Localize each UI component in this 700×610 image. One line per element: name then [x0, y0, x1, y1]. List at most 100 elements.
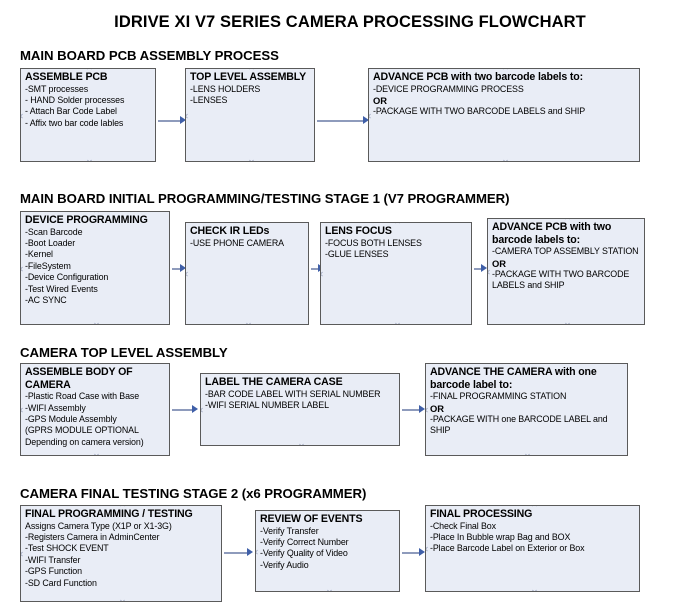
resize-handle-left[interactable]	[21, 113, 24, 120]
resize-handle-right[interactable]	[470, 271, 471, 278]
box-line: Assigns Camera Type (X1P or X1-3G)	[25, 520, 172, 531]
process-box-device-programming[interactable]: DEVICE PROGRAMMING -Scan Barcode -Boot L…	[20, 211, 170, 325]
connector-arrowhead-icon	[180, 116, 186, 124]
connector-line	[158, 120, 182, 122]
resize-handle-right[interactable]	[307, 271, 308, 278]
connector-arrowhead-icon	[481, 264, 487, 272]
resize-handle-right[interactable]	[643, 269, 644, 276]
box-line: -Kernel	[25, 249, 53, 260]
connector-arrowhead-icon	[180, 264, 186, 272]
box-line: -GPS Module Assembly	[25, 414, 117, 424]
box-line: -DEVICE PROGRAMMING PROCESS	[373, 83, 524, 94]
box-line: -AC SYNC	[25, 295, 67, 306]
resize-handle-left[interactable]	[256, 549, 259, 556]
box-title: LENS FOCUS	[325, 225, 392, 237]
resize-handle-bottom[interactable]	[394, 322, 401, 324]
box-line: -Test SHOCK EVENT	[25, 543, 109, 554]
resize-handle-right[interactable]	[168, 266, 169, 273]
box-line: -Check Final Box	[430, 520, 496, 531]
connector-line	[224, 552, 249, 554]
resize-handle-bottom[interactable]	[93, 453, 100, 455]
process-box-assemble-pcb[interactable]: ASSEMBLE PCB -SMT processes - HAND Solde…	[20, 68, 156, 162]
box-line: -GPS Function	[25, 566, 82, 577]
resize-handle-right[interactable]	[398, 549, 399, 556]
box-line: -SD Card Function	[25, 577, 97, 588]
box-line: -FINAL PROGRAMMING STATION	[430, 391, 567, 402]
resize-handle-bottom[interactable]	[86, 159, 93, 161]
process-box-advance-the-camera-one-barcode-label[interactable]: ADVANCE THE CAMERA with one barcode labe…	[425, 363, 628, 456]
box-title: TOP LEVEL ASSEMBLY	[190, 71, 307, 83]
resize-handle-bottom[interactable]	[326, 589, 333, 591]
connector-line	[172, 409, 194, 411]
resize-handle-left[interactable]	[488, 269, 491, 276]
box-line: -PACKAGE WITH TWO BARCODE LABELS and SHI…	[492, 269, 630, 291]
resize-handle-bottom[interactable]	[524, 453, 531, 455]
box-line: - Affix two bar code lables	[25, 117, 124, 128]
box-title: REVIEW OF EVENTS	[260, 513, 363, 525]
box-line: -SMT processes	[25, 83, 89, 94]
box-line: -Device Configuration	[25, 272, 109, 283]
resize-handle-left[interactable]	[201, 407, 204, 414]
resize-handle-right[interactable]	[313, 113, 314, 120]
box-title: DEVICE PROGRAMMING	[25, 214, 148, 226]
box-line: - HAND Solder processes	[25, 95, 125, 105]
resize-handle-left[interactable]	[369, 113, 372, 120]
process-box-check-ir-leds[interactable]: CHECK IR LEDs -USE PHONE CAMERA	[185, 222, 309, 325]
resize-handle-bottom[interactable]	[502, 159, 509, 161]
process-box-advance-pcb-two-barcode-labels[interactable]: ADVANCE PCB with two barcode labels to: …	[368, 68, 640, 162]
box-title: ADVANCE THE CAMERA with one barcode labe…	[430, 366, 597, 391]
resize-handle-bottom[interactable]	[531, 589, 538, 591]
resize-handle-left[interactable]	[186, 113, 189, 120]
process-box-advance-pcb-to-camera-top-assembly[interactable]: ADVANCE PCB with two barcode labels to: …	[487, 218, 645, 325]
resize-handle-bottom[interactable]	[564, 322, 571, 324]
process-box-top-level-assembly[interactable]: TOP LEVEL ASSEMBLY -LENS HOLDERS -LENSES	[185, 68, 315, 162]
resize-handle-right[interactable]	[168, 407, 169, 414]
box-line: -Place In Bubble wrap Bag and BOX	[430, 532, 571, 542]
process-box-lens-focus[interactable]: LENS FOCUS -FOCUS BOTH LENSES -GLUE LENS…	[320, 222, 472, 325]
box-line: -LENS HOLDERS	[190, 83, 261, 94]
box-line: -BAR CODE LABEL WITH SERIAL NUMBER	[205, 388, 381, 399]
resize-handle-right[interactable]	[154, 113, 155, 120]
resize-handle-bottom[interactable]	[119, 599, 126, 601]
resize-handle-bottom[interactable]	[245, 322, 252, 324]
process-box-final-programming-testing[interactable]: FINAL PROGRAMMING / TESTING Assigns Came…	[20, 505, 222, 602]
box-title: FINAL PROCESSING	[430, 508, 533, 520]
box-title: FINAL PROGRAMMING / TESTING	[25, 508, 193, 520]
box-line: -FileSystem	[25, 260, 71, 271]
box-line: - Attach Bar Code Label	[25, 106, 117, 117]
box-line: -USE PHONE CAMERA	[190, 237, 284, 248]
box-line: -PACKAGE WITH one BARCODE LABEL and SHIP	[430, 414, 608, 436]
resize-handle-right[interactable]	[638, 546, 639, 553]
box-line: -Test Wired Events	[25, 283, 98, 294]
section-heading-camera-top-level-assembly: CAMERA TOP LEVEL ASSEMBLY	[20, 345, 228, 360]
box-title: ASSEMBLE BODY OF CAMERA	[25, 366, 133, 391]
resize-handle-left[interactable]	[21, 551, 24, 558]
box-line: -WIFI SERIAL NUMBER LABEL	[205, 400, 329, 410]
resize-handle-left[interactable]	[186, 271, 189, 278]
resize-handle-left[interactable]	[21, 266, 24, 273]
box-line: Depending on camera version)	[25, 436, 144, 447]
process-box-review-of-events[interactable]: REVIEW OF EVENTS -Verify Transfer -Verif…	[255, 510, 400, 592]
section-heading-camera-final-testing-stage-2: CAMERA FINAL TESTING STAGE 2 (x6 PROGRAM…	[20, 486, 367, 501]
box-line: OR	[492, 257, 506, 269]
resize-handle-bottom[interactable]	[93, 322, 100, 324]
resize-handle-left[interactable]	[426, 546, 429, 553]
resize-handle-bottom[interactable]	[248, 159, 255, 161]
resize-handle-left[interactable]	[426, 407, 429, 414]
resize-handle-left[interactable]	[21, 407, 24, 414]
resize-handle-right[interactable]	[220, 551, 221, 558]
box-line: -CAMERA TOP ASSEMBLY STATION	[492, 246, 639, 257]
resize-handle-left[interactable]	[321, 271, 324, 278]
process-box-final-processing[interactable]: FINAL PROCESSING -Check Final Box -Place…	[425, 505, 640, 592]
connector-line	[317, 120, 365, 122]
box-title: ASSEMBLE PCB	[25, 71, 108, 83]
resize-handle-right[interactable]	[626, 407, 627, 414]
box-line: OR	[373, 95, 387, 106]
process-box-label-the-camera-case[interactable]: LABEL THE CAMERA CASE -BAR CODE LABEL WI…	[200, 373, 400, 446]
box-title: CHECK IR LEDs	[190, 225, 270, 237]
resize-handle-bottom[interactable]	[298, 443, 305, 445]
resize-handle-right[interactable]	[398, 407, 399, 414]
resize-handle-right[interactable]	[638, 113, 639, 120]
process-box-assemble-body-of-camera[interactable]: ASSEMBLE BODY OF CAMERA -Plastic Road Ca…	[20, 363, 170, 456]
box-line: -Verify Correct Number	[260, 537, 349, 547]
